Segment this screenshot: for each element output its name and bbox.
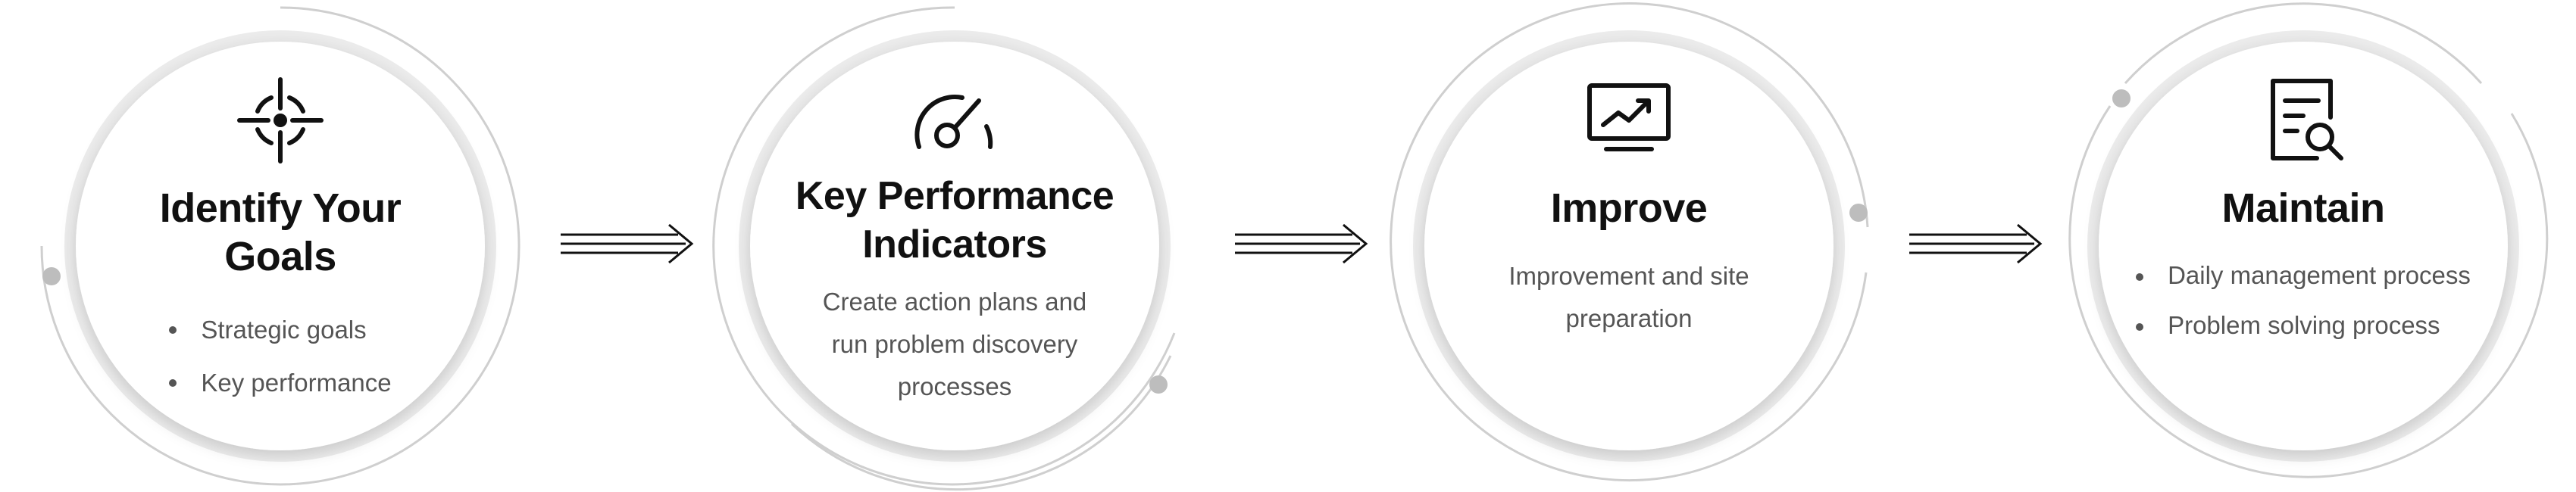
bullet-item: Strategic goals xyxy=(169,304,391,357)
gauge-icon xyxy=(905,75,1004,166)
step-key-performance-indicators: Key Performance Indicators Create action… xyxy=(708,0,1201,492)
target-icon xyxy=(231,75,330,166)
step-ring xyxy=(1390,2,1869,482)
monitor-chart-icon xyxy=(1580,75,1678,166)
step-title: Key Performance Indicators xyxy=(796,172,1114,269)
step-improve: Improve Improvement and site preparation xyxy=(1383,0,1875,492)
step-ring xyxy=(2068,2,2549,478)
step-ring xyxy=(40,6,521,486)
bullet-list: Strategic goals Key performance xyxy=(169,304,392,409)
arrow-right-icon xyxy=(1909,223,2043,264)
step-content: Improve Improvement and site preparation xyxy=(1447,64,1811,428)
document-search-icon xyxy=(2254,75,2352,166)
bullet-list: Daily management process Problem solving… xyxy=(2136,251,2471,350)
step-title: Improve xyxy=(1550,185,1708,231)
bullet-item: Daily management process xyxy=(2136,251,2471,300)
step-content: Identify Your Goals Strategic goals Key … xyxy=(98,64,462,428)
step-content: Maintain Daily management process Proble… xyxy=(2121,64,2485,428)
step-description: Improvement and site preparation xyxy=(1508,262,1749,332)
step-ring xyxy=(712,6,1176,491)
arrow-right-icon xyxy=(561,223,694,264)
bullet-item: Key performance xyxy=(169,357,392,409)
step-maintain: Maintain Daily management process Proble… xyxy=(2057,0,2549,492)
step-content: Key Performance Indicators Create action… xyxy=(773,64,1136,428)
arrow-right-icon xyxy=(1235,223,1368,264)
step-title-line: Indicators xyxy=(862,223,1047,266)
bullet-item: Problem solving process xyxy=(2136,300,2471,350)
step-identify-goals: Identify Your Goals Strategic goals Key … xyxy=(34,0,527,492)
step-description: Create action plans and run problem disc… xyxy=(822,288,1087,400)
step-title: Identify Your Goals xyxy=(159,185,402,279)
step-title: Maintain xyxy=(2221,185,2385,231)
step-title-line: Key Performance xyxy=(795,174,1114,218)
